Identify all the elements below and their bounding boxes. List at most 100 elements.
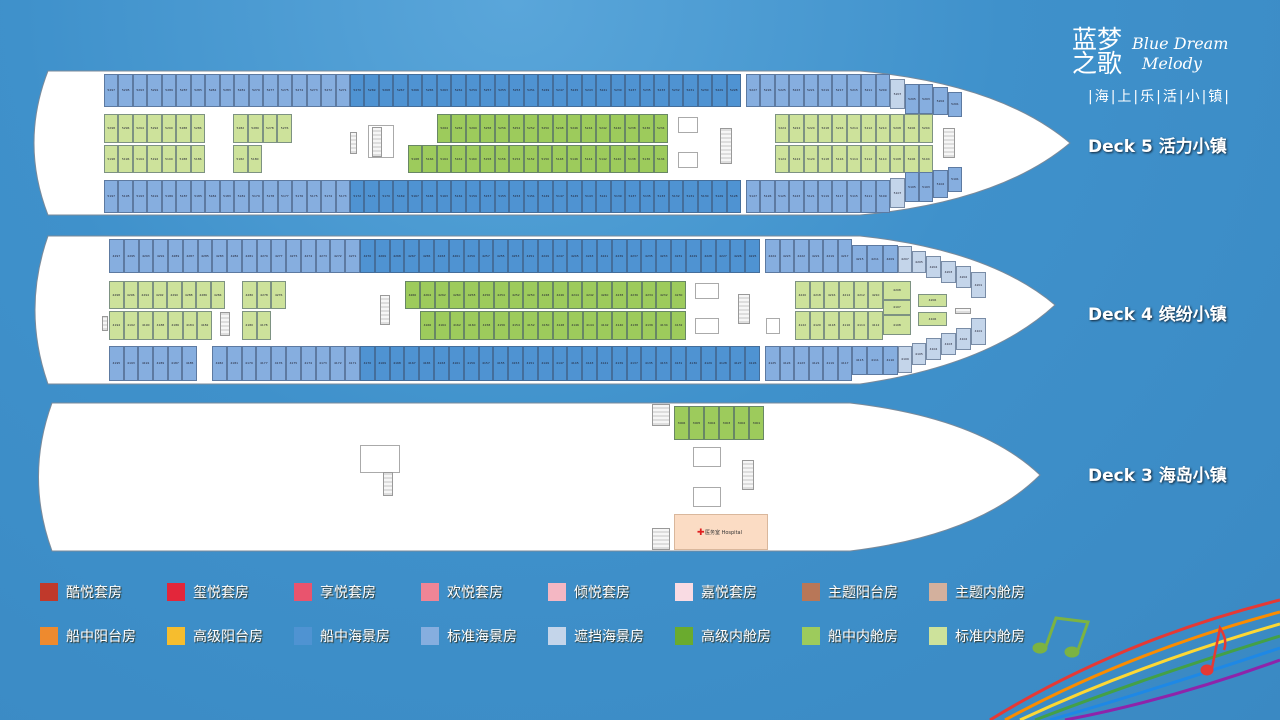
cabin-5133[interactable]: 5133 — [654, 180, 669, 213]
cabin-5222[interactable]: 5222 — [789, 114, 804, 143]
cabin-5112[interactable]: 5112 — [861, 145, 876, 173]
cabin-5272[interactable]: 5272 — [321, 74, 336, 107]
cabin-4271[interactable]: 4271 — [345, 239, 360, 273]
cabin-5144[interactable]: 5144 — [581, 145, 596, 173]
cabin-4123[interactable]: 4123 — [794, 346, 809, 381]
cabin-5247[interactable]: 5247 — [552, 74, 568, 107]
cabin-5296[interactable]: 5296 — [118, 114, 133, 143]
cabin-5172[interactable]: 5172 — [350, 180, 365, 213]
cabin-4256[interactable]: 4256 — [478, 281, 494, 309]
cabin-5164[interactable]: 5164 — [436, 145, 452, 173]
cabin-5205[interactable]: 5205 — [905, 84, 919, 114]
cabin-4175[interactable]: 4175 — [286, 346, 301, 381]
cabin-4153[interactable]: 4153 — [508, 346, 523, 381]
cabin-4291[interactable]: 4291 — [153, 239, 169, 273]
cabin-5183[interactable]: 5183 — [219, 180, 235, 213]
cabin-4216[interactable]: 4216 — [824, 281, 839, 309]
cabin-4283[interactable]: 4283 — [212, 239, 228, 273]
cabin-4189[interactable]: 4189 — [153, 346, 168, 381]
cabin-4192[interactable]: 4192 — [123, 311, 139, 340]
cabin-5215[interactable]: 5215 — [846, 74, 862, 107]
cabin-5159[interactable]: 5159 — [465, 180, 481, 213]
cabin-5135[interactable]: 5135 — [639, 180, 655, 213]
cabin-5175[interactable]: 5175 — [306, 180, 322, 213]
cabin-5153[interactable]: 5153 — [509, 180, 524, 213]
cabin-5250[interactable]: 5250 — [538, 114, 553, 143]
cabin-5141[interactable]: 5141 — [596, 180, 611, 213]
cabin-5163[interactable]: 5163 — [436, 180, 452, 213]
cabin-5281[interactable]: 5281 — [234, 74, 249, 107]
cabin-5121[interactable]: 5121 — [803, 180, 818, 213]
cabin-4156[interactable]: 4156 — [493, 311, 509, 340]
cabin-5249[interactable]: 5249 — [538, 74, 553, 107]
cabin-5283[interactable]: 5283 — [219, 74, 235, 107]
cabin-4233[interactable]: 4233 — [656, 239, 672, 273]
cabin-5132[interactable]: 5132 — [668, 180, 684, 213]
cabin-4161[interactable]: 4161 — [448, 346, 464, 381]
cabin-5256[interactable]: 5256 — [494, 114, 510, 143]
cabin-4105[interactable]: 4105 — [912, 343, 926, 365]
cabin-5223[interactable]: 5223 — [789, 74, 804, 107]
cabin-4274[interactable]: 4274 — [300, 239, 316, 273]
cabin-5280[interactable]: 5280 — [247, 114, 263, 143]
cabin-5234[interactable]: 5234 — [653, 114, 668, 143]
cabin-4222[interactable]: 4222 — [794, 239, 809, 273]
cabin-5230[interactable]: 5230 — [697, 74, 713, 107]
cabin-4148[interactable]: 4148 — [553, 311, 568, 340]
cabin-5271[interactable]: 5271 — [335, 74, 350, 107]
cabin-4168[interactable]: 4168 — [389, 346, 405, 381]
cabin-5160[interactable]: 5160 — [465, 145, 481, 173]
cabin-4272[interactable]: 4272 — [330, 239, 346, 273]
cabin-5294[interactable]: 5294 — [132, 114, 148, 143]
cabin-4297[interactable]: 4297 — [109, 239, 124, 273]
cabin-4194[interactable]: 4194 — [109, 311, 124, 340]
cabin-4177[interactable]: 4177 — [256, 346, 272, 381]
cabin-4295[interactable]: 4295 — [123, 239, 139, 273]
cabin-4249[interactable]: 4249 — [537, 239, 553, 273]
cabin-4131[interactable]: 4131 — [671, 346, 686, 381]
cabin-4176[interactable]: 4176 — [271, 346, 286, 381]
cabin-4118[interactable]: 4118 — [824, 311, 839, 340]
cabin-4209[interactable]: 4209 — [882, 245, 898, 273]
cabin-4138[interactable]: 4138 — [626, 311, 642, 340]
cabin-5176[interactable]: 5176 — [292, 180, 307, 213]
cabin-5267[interactable]: 5267 — [393, 74, 408, 107]
cabin-4202[interactable]: 4202 — [956, 266, 971, 288]
cabin-4257[interactable]: 4257 — [478, 239, 494, 273]
cabin-4122[interactable]: 4122 — [795, 311, 810, 340]
cabin-5224[interactable]: 5224 — [775, 114, 790, 143]
cabin-5134[interactable]: 5134 — [653, 145, 668, 173]
cabin-5201[interactable]: 5201 — [948, 92, 962, 117]
cabin-4141[interactable]: 4141 — [597, 346, 612, 381]
cabin-4120[interactable]: 4120 — [809, 311, 825, 340]
cabin-4294[interactable]: 4294 — [138, 281, 153, 309]
cabin-4288[interactable]: 4288 — [181, 281, 196, 309]
cabin-4107[interactable]: 4107 — [883, 300, 911, 315]
cabin-5264[interactable]: 5264 — [437, 114, 452, 143]
cabin-4182[interactable]: 4182 — [212, 346, 227, 381]
cabin-4244[interactable]: 4244 — [567, 281, 583, 309]
cabin-4110[interactable]: 4110 — [882, 346, 898, 375]
cabin-3001[interactable]: 3001 — [749, 406, 764, 440]
cabin-4210[interactable]: 4210 — [868, 281, 883, 309]
cabin-5274[interactable]: 5274 — [292, 74, 307, 107]
cabin-4267[interactable]: 4267 — [404, 239, 420, 273]
cabin-5197[interactable]: 5197 — [104, 180, 119, 213]
cabin-5182[interactable]: 5182 — [233, 145, 248, 173]
cabin-5194[interactable]: 5194 — [132, 145, 148, 173]
cabin-5118[interactable]: 5118 — [818, 145, 833, 173]
cabin-5104[interactable]: 5104 — [918, 145, 933, 173]
cabin-3004[interactable]: 3004 — [704, 406, 719, 440]
cabin-4139[interactable]: 4139 — [611, 346, 627, 381]
cabin-5193[interactable]: 5193 — [132, 180, 148, 213]
cabin-5254[interactable]: 5254 — [509, 114, 524, 143]
cabin-4112[interactable]: 4112 — [868, 311, 883, 340]
cabin-4234[interactable]: 4234 — [641, 281, 657, 309]
cabin-4218[interactable]: 4218 — [809, 281, 825, 309]
cabin-5119[interactable]: 5119 — [818, 180, 833, 213]
cabin-5179[interactable]: 5179 — [248, 180, 264, 213]
cabin-5219[interactable]: 5219 — [818, 74, 833, 107]
cabin-4135[interactable]: 4135 — [641, 346, 657, 381]
cabin-4171[interactable]: 4171 — [345, 346, 360, 381]
cabin-5252[interactable]: 5252 — [523, 114, 539, 143]
